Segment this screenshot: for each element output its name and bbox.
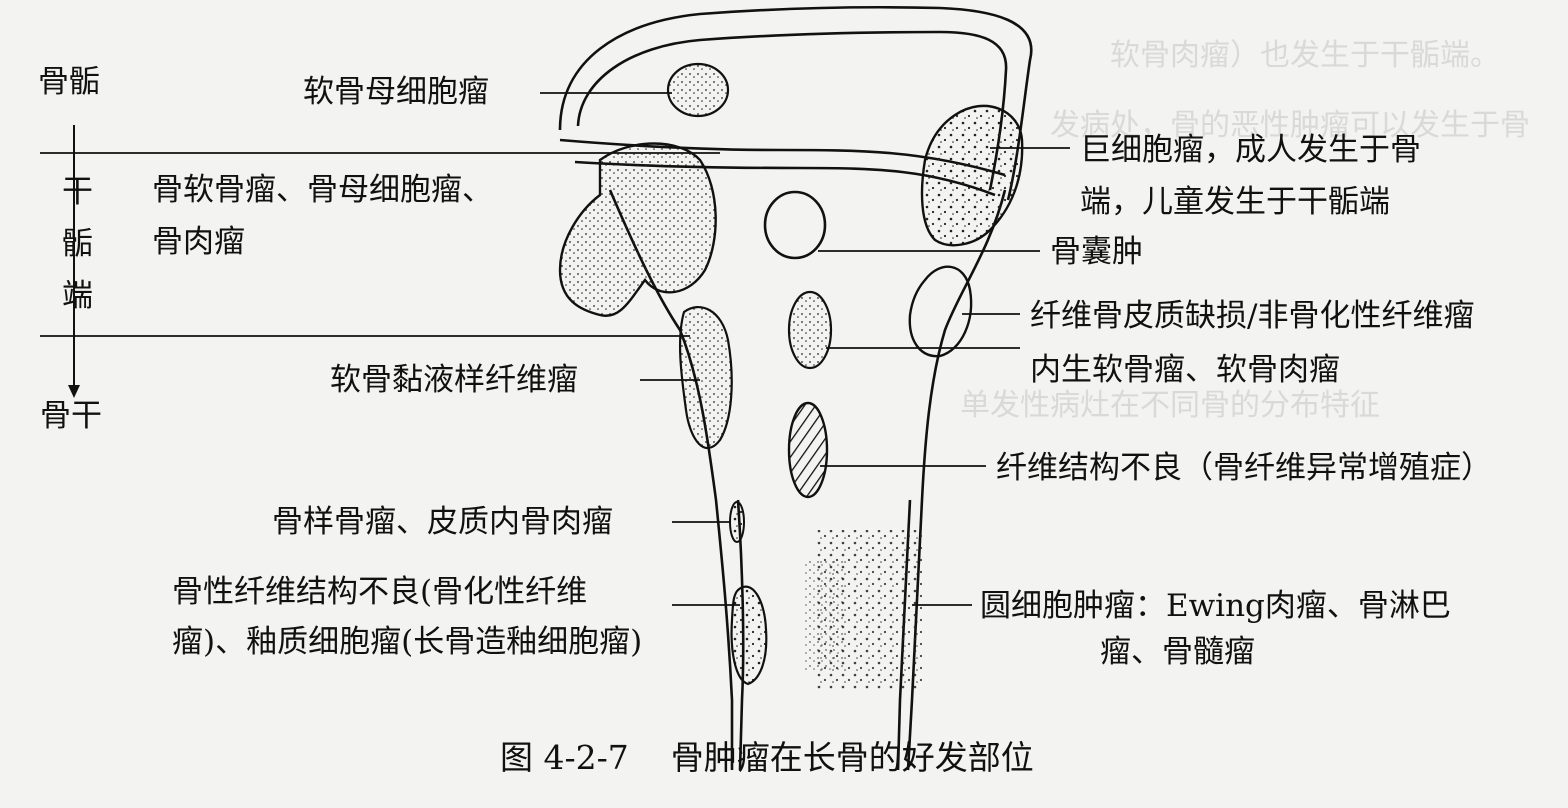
chondromyxoid-fibroma-lesion (680, 307, 732, 448)
label-fibrous-dysplasia: 纤维结构不良（骨纤维异常增殖症） (996, 448, 1492, 488)
bone-cyst-lesion (765, 192, 825, 258)
osteofibrous-dysplasia-lesion (732, 587, 767, 684)
label-chondromyxoid-fibroma: 软骨黏液样纤维瘤 (330, 360, 578, 400)
label-fibrous-cortical-defect: 纤维骨皮质缺损/非骨化性纤维瘤 (1030, 296, 1474, 336)
label-osteofibrous-2: 瘤)、釉质细胞瘤(长骨造釉细胞瘤) (172, 622, 642, 662)
enchondroma-lesion (789, 292, 831, 368)
label-giant-cell-1: 巨细胞瘤，成人发生于骨 (1080, 130, 1421, 170)
giant-cell-tumor-lesion (922, 106, 1022, 245)
label-chondroblastoma: 软骨母细胞瘤 (303, 72, 489, 112)
osteoid-osteoma-lesion (730, 502, 744, 542)
label-bone-cyst: 骨囊肿 (1050, 232, 1143, 272)
label-osteochondroma-1: 骨软骨瘤、骨母细胞瘤、 (152, 170, 493, 210)
label-epiphysis: 骨骺 (38, 62, 100, 102)
label-enchondroma: 内生软骨瘤、软骨肉瘤 (1030, 350, 1340, 390)
label-round-cell-1: 圆细胞肿瘤：Ewing肉瘤、骨淋巴 (980, 586, 1451, 626)
fibrous-dysplasia-lesion (789, 403, 827, 497)
osteochondroma-lesion (560, 144, 716, 316)
round-cell-tumor-lesion (805, 530, 925, 690)
label-osteofibrous-1: 骨性纤维结构不良(骨化性纤维 (172, 572, 587, 612)
label-metaphysis-1: 干 (62, 172, 93, 212)
label-metaphysis-2: 骺 (62, 224, 93, 264)
figure-caption: 图 4-2-7 骨肿瘤在长骨的好发部位 (500, 736, 1034, 780)
label-osteoid-osteoma: 骨样骨瘤、皮质内骨肉瘤 (272, 502, 613, 542)
label-diaphysis: 骨干 (40, 396, 102, 436)
chondroblastoma-lesion (668, 64, 728, 116)
label-round-cell-2: 瘤、骨髓瘤 (1100, 632, 1255, 672)
label-giant-cell-2: 端，儿童发生于干骺端 (1080, 182, 1390, 222)
label-osteochondroma-2: 骨肉瘤 (152, 222, 245, 262)
label-metaphysis-3: 端 (62, 276, 93, 316)
